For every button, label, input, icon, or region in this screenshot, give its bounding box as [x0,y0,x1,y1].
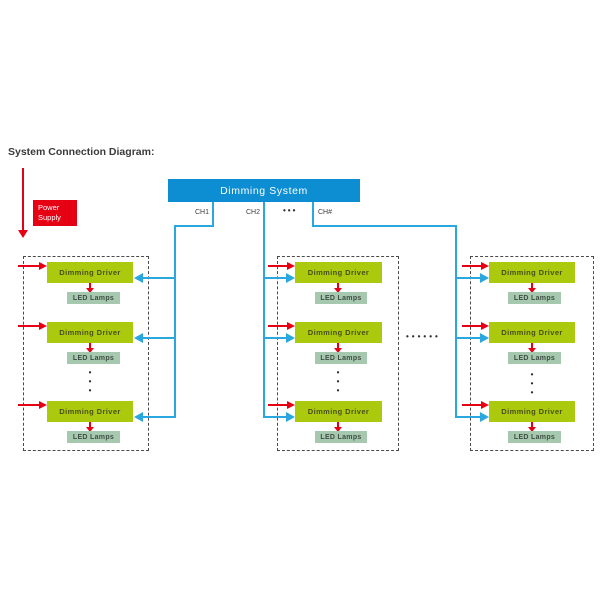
power-arrow-icon [287,401,295,409]
channel-ellipsis: ••• [283,206,298,215]
dimming-driver-box: Dimming Driver [47,322,133,343]
led-lamps-box: LED Lamps [67,431,120,443]
channel-ch2-bus-line [263,202,265,418]
power-supply-box: Power Supply [33,200,77,226]
power-arrow-line [18,404,39,406]
driver-lamp-line [89,422,91,427]
signal-arrow-line [457,277,481,279]
down-arrow-icon [334,348,342,353]
power-arrow-icon [481,401,489,409]
signal-arrow-icon [286,333,295,343]
diagram-title: System Connection Diagram: [8,146,155,158]
channel-ch1-bus-line [174,225,176,418]
signal-arrow-line [457,416,481,418]
channel-ch1-drop-line [212,202,214,226]
signal-arrow-line [265,337,287,339]
down-arrow-icon [528,427,536,432]
led-lamps-box: LED Lamps [315,431,367,443]
power-arrow-icon [287,322,295,330]
signal-arrow-line [143,416,175,418]
group-left-dashed-border [23,256,149,451]
driver-lamp-line [337,422,339,427]
vertical-ellipsis: • • • [530,370,534,397]
led-lamps-box: LED Lamps [508,431,561,443]
power-supply-line [22,168,24,230]
down-arrow-icon [334,427,342,432]
down-arrow-icon [528,288,536,293]
signal-arrow-icon [134,412,143,422]
power-arrow-icon [287,262,295,270]
signal-arrow-line [457,337,481,339]
down-arrow-icon [86,427,94,432]
signal-arrow-icon [480,273,489,283]
driver-lamp-line [337,283,339,288]
power-arrow-line [462,265,482,267]
power-arrow-line [462,325,482,327]
signal-arrow-icon [480,333,489,343]
signal-arrow-icon [134,333,143,343]
driver-lamp-line [531,283,533,288]
channel-chn-drop-line [312,202,314,226]
group-middle-dashed-border [277,256,399,451]
led-lamps-box: LED Lamps [67,352,120,364]
power-arrow-line [18,325,39,327]
driver-lamp-line [89,283,91,288]
down-arrow-icon [86,348,94,353]
power-arrow-icon [39,401,47,409]
dimming-driver-box: Dimming Driver [295,401,382,422]
group-right-dashed-border [470,256,594,451]
led-lamps-box: LED Lamps [315,352,367,364]
signal-arrow-icon [286,273,295,283]
led-lamps-box: LED Lamps [315,292,367,304]
power-arrow-icon [481,262,489,270]
power-arrow-line [268,404,289,406]
vertical-ellipsis: • • • [88,368,92,395]
signal-arrow-line [143,277,175,279]
channel-chn-label: CH# [318,209,333,216]
dimming-driver-box: Dimming Driver [295,322,382,343]
dimming-driver-box: Dimming Driver [47,401,133,422]
dimming-system-box: Dimming System [168,179,360,202]
power-arrow-line [18,265,39,267]
signal-arrow-icon [286,412,295,422]
down-arrow-icon [86,288,94,293]
down-arrow-icon [528,348,536,353]
signal-arrow-line [265,277,287,279]
dimming-driver-box: Dimming Driver [47,262,133,283]
horizontal-ellipsis: •••••• [406,332,441,341]
vertical-ellipsis: • • • [336,368,340,395]
dimming-driver-box: Dimming Driver [489,401,575,422]
signal-arrow-line [265,416,287,418]
down-arrow-icon [334,288,342,293]
power-arrow-line [268,325,289,327]
dimming-driver-box: Dimming Driver [489,262,575,283]
signal-arrow-icon [480,412,489,422]
power-arrow-icon [39,322,47,330]
signal-arrow-line [143,337,175,339]
led-lamps-box: LED Lamps [508,352,561,364]
channel-ch1-elbow-line [174,225,214,227]
driver-lamp-line [89,343,91,348]
channel-chn-bus-line [455,225,457,418]
channel-chn-elbow-line [312,225,457,227]
driver-lamp-line [337,343,339,348]
dimming-driver-box: Dimming Driver [489,322,575,343]
dimming-driver-box: Dimming Driver [295,262,382,283]
power-arrow-line [462,404,482,406]
channel-ch1-label: CH1 [194,209,209,216]
power-arrow-line [268,265,289,267]
led-lamps-box: LED Lamps [67,292,120,304]
driver-lamp-line [531,422,533,427]
led-lamps-box: LED Lamps [508,292,561,304]
power-arrow-icon [39,262,47,270]
signal-arrow-icon [134,273,143,283]
power-supply-down-arrow-icon [18,230,28,238]
channel-ch2-label: CH2 [245,209,260,216]
driver-lamp-line [531,343,533,348]
power-arrow-icon [481,322,489,330]
